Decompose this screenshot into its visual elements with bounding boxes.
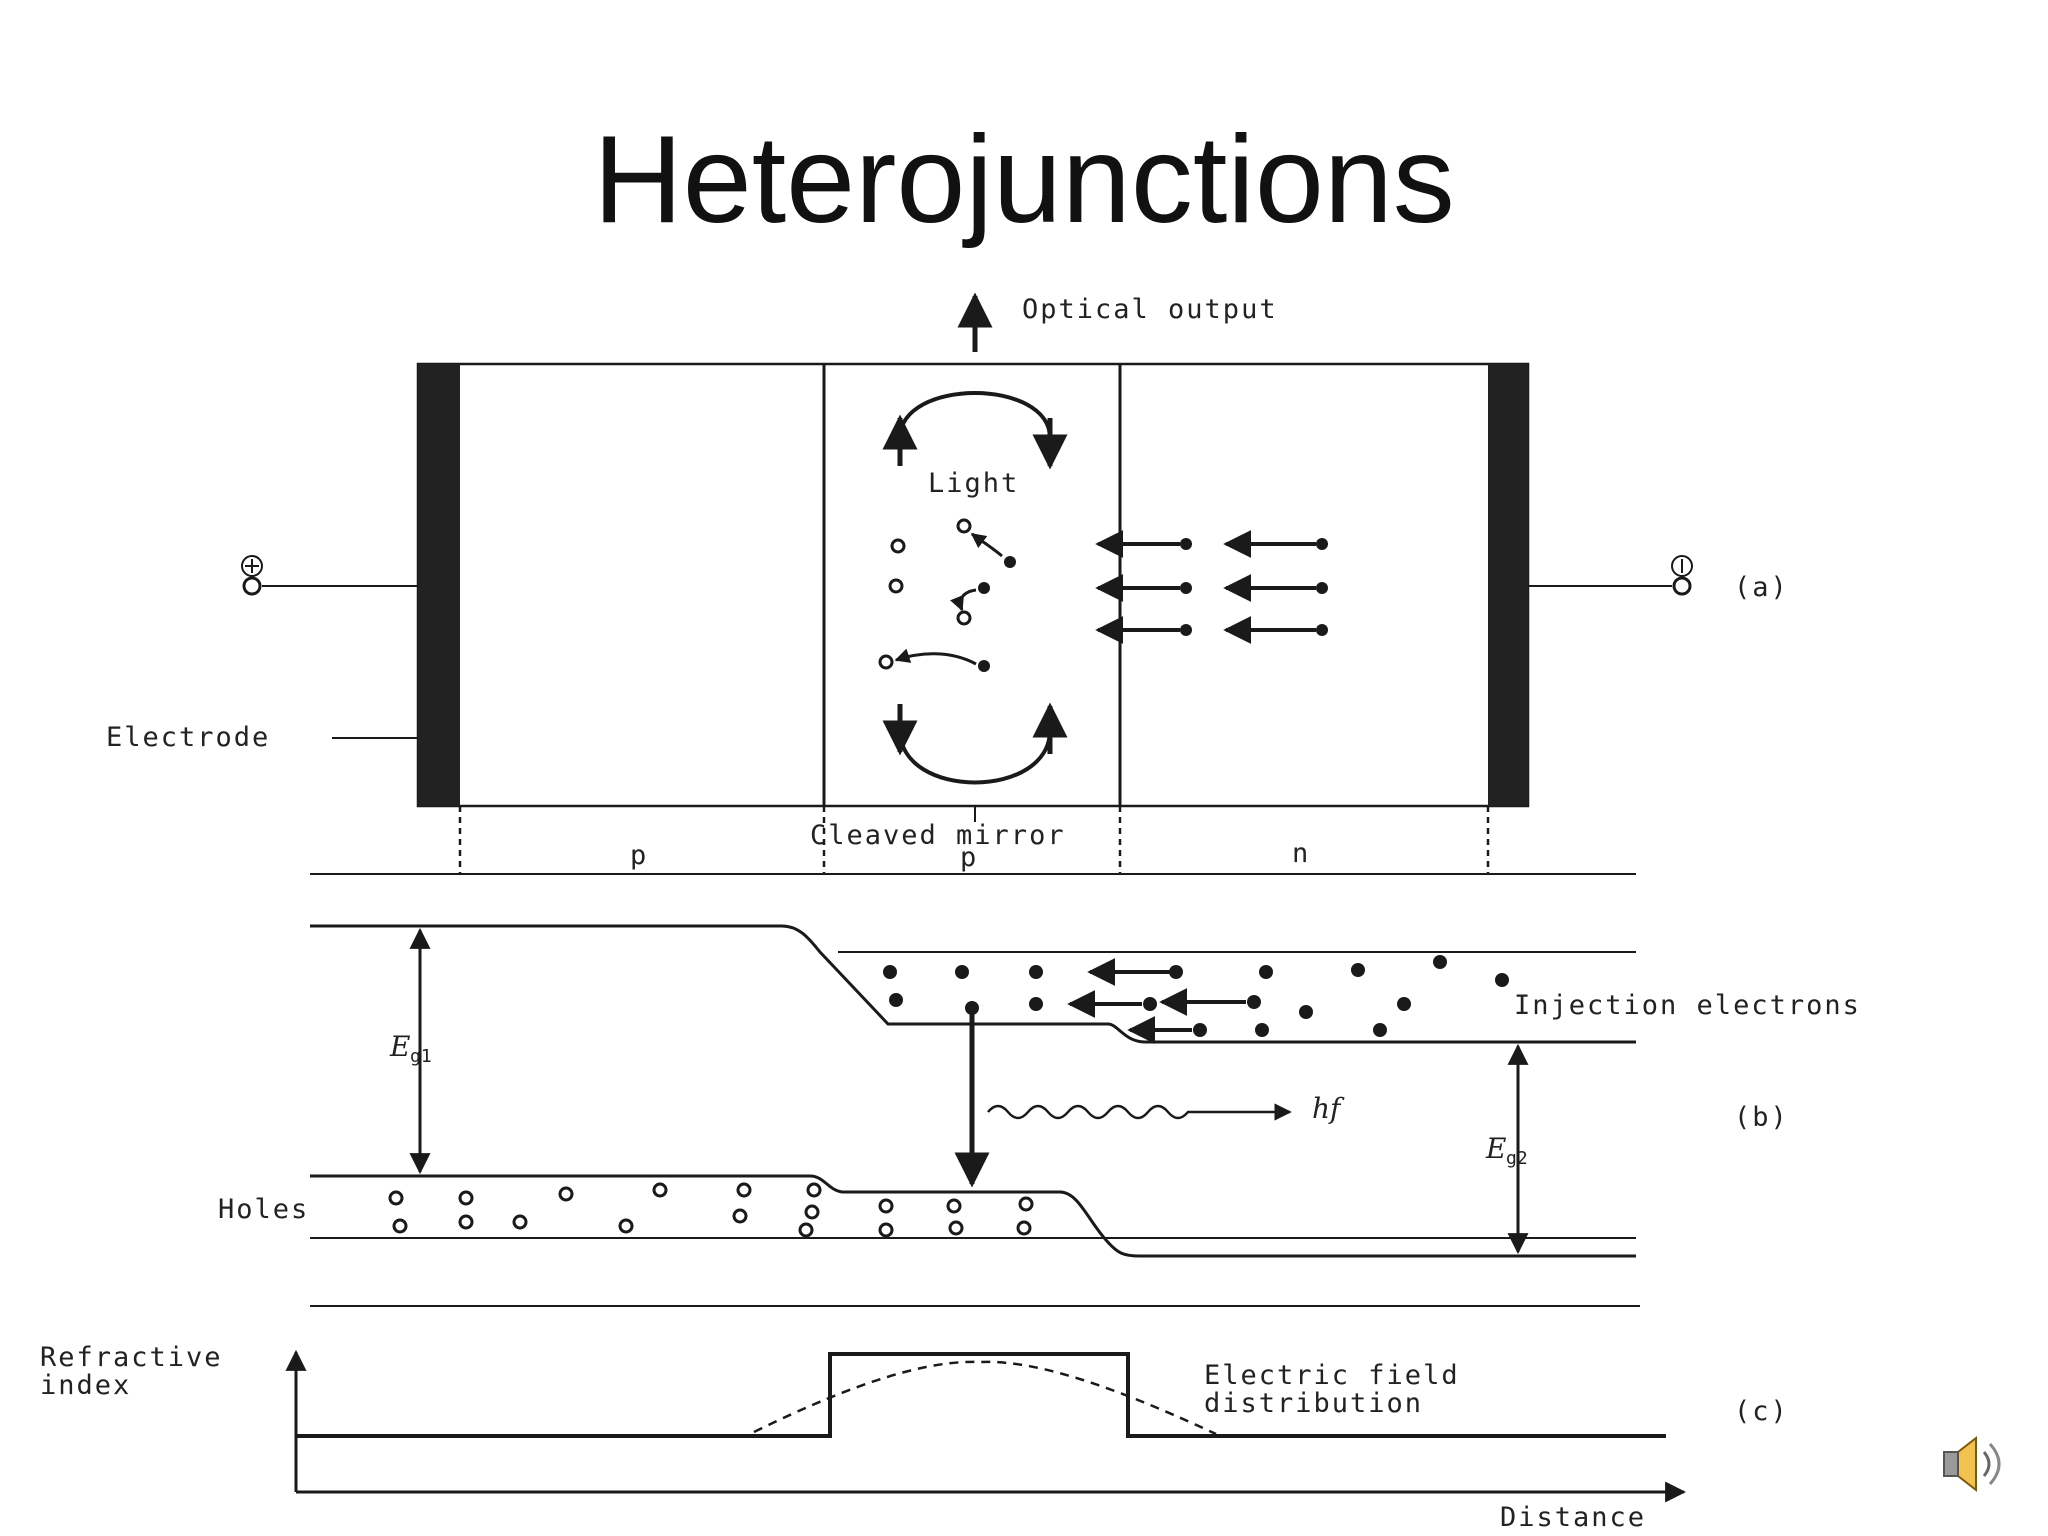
refractive-index-profile	[296, 1352, 1666, 1438]
eg2-label: E	[1485, 1132, 1506, 1165]
hole	[878, 654, 894, 670]
region-label: n	[1292, 838, 1310, 869]
electron-injection-arrows	[1095, 530, 1328, 644]
eg1-subscript: g1	[410, 1046, 432, 1067]
electron	[965, 1001, 979, 1015]
valence-holes	[388, 1182, 1034, 1238]
conduction-electrons	[883, 955, 1509, 1044]
hf-label: hf	[1312, 1092, 1345, 1125]
hole	[956, 518, 972, 534]
eg2-subscript: g2	[1506, 1148, 1528, 1169]
right-electrode	[1488, 364, 1528, 806]
recombination-arrow	[970, 532, 1003, 558]
cleaved-mirror-label: Cleaved mirror	[810, 820, 1066, 851]
right-terminal	[1672, 576, 1692, 596]
recombination-arrow	[950, 588, 977, 612]
valence-band-edge	[310, 1174, 1636, 1258]
holes-label: Holes	[218, 1194, 309, 1225]
electron	[978, 660, 990, 672]
panel-b: E g1 E g2 hf (b) Injection electrons	[218, 924, 1861, 1307]
electron	[1004, 556, 1016, 568]
photon-wave	[987, 1103, 1292, 1121]
left-terminal	[242, 576, 262, 596]
hole	[956, 610, 972, 626]
optical-output-label: Optical output	[1022, 294, 1278, 325]
panel-c: Refractive index Distance Electric field…	[40, 1342, 1789, 1533]
electrode-label: Electrode	[106, 722, 270, 753]
electric-field-label: Electric field	[1204, 1360, 1460, 1391]
y-axis-label: Refractive	[40, 1342, 223, 1373]
y-axis-label: index	[40, 1370, 131, 1401]
light-arc-bottom	[898, 729, 1052, 785]
panel-c-label: (c)	[1734, 1396, 1789, 1427]
left-electrode	[418, 364, 460, 806]
speaker-icon[interactable]	[1943, 1435, 2001, 1493]
region-label: p	[960, 842, 978, 873]
panel-a-label: (a)	[1734, 572, 1789, 603]
x-axis-label: Distance	[1500, 1502, 1646, 1533]
hole	[888, 578, 904, 594]
light-arc-top	[898, 391, 1052, 439]
electric-field-distribution	[753, 1360, 1217, 1436]
hole	[890, 538, 906, 554]
injection-electrons-label: Injection electrons	[1514, 990, 1861, 1021]
panel-b-label: (b)	[1734, 1102, 1789, 1133]
light-label: Light	[928, 468, 1019, 499]
recombination-arrow	[894, 648, 977, 666]
eg1-label: E	[389, 1030, 410, 1063]
region-label: p	[630, 840, 648, 871]
device-outline	[416, 362, 1530, 808]
electron	[978, 582, 990, 594]
slide-title: Heterojunctions	[593, 111, 1455, 249]
electric-field-label: distribution	[1204, 1388, 1423, 1419]
panel-a: Optical output (a) Electrode Light	[106, 292, 1789, 875]
